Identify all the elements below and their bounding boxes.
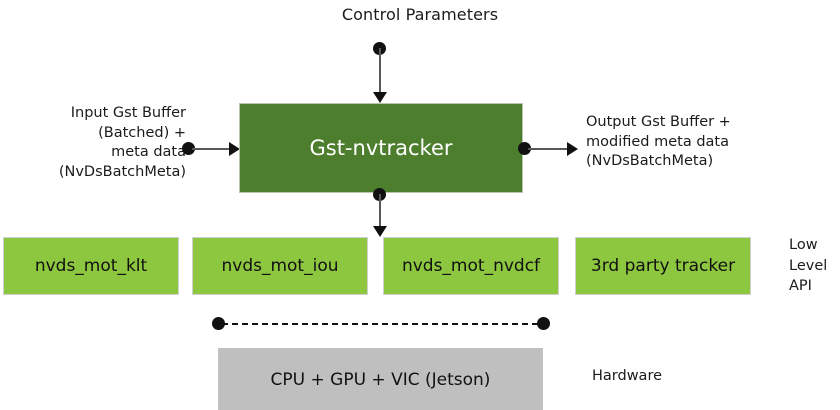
control-parameters-label: Control Parameters — [341, 5, 499, 24]
low-level-box-3rd-party-tracker[interactable]: 3rd party tracker — [575, 237, 751, 295]
control-parameters-arrow-icon — [372, 92, 387, 103]
low-level-box-label: nvds_mot_nvdcf — [401, 256, 541, 276]
low-level-api-label: Low Level API — [789, 237, 828, 295]
hardware-block-label: CPU + GPU + VIC (Jetson) — [270, 369, 491, 390]
gst-nvtracker-label: Gst-nvtracker — [309, 136, 453, 160]
low-level-box-label: 3rd party tracker — [590, 256, 736, 276]
low-level-box-label: nvds_mot_iou — [221, 256, 339, 276]
output-buffer-label: Output Gst Buffer + modified meta data (… — [586, 114, 731, 170]
hardware-right-node-dot — [537, 317, 550, 330]
output-node-dot — [518, 142, 531, 155]
hardware-dashed-connector — [222, 323, 538, 325]
low-level-connector-line — [378, 194, 381, 227]
input-connector-line — [192, 147, 232, 150]
low-level-arrow-icon — [372, 226, 387, 237]
low-level-box-nvds-mot-klt[interactable]: nvds_mot_klt — [3, 237, 179, 295]
gst-nvtracker-block[interactable]: Gst-nvtracker — [239, 103, 523, 193]
low-level-box-nvds-mot-nvdcf[interactable]: nvds_mot_nvdcf — [383, 237, 559, 295]
output-arrow-icon — [567, 141, 578, 156]
hardware-side-label: Hardware — [592, 368, 663, 384]
output-connector-line — [528, 147, 570, 150]
hardware-left-node-dot — [212, 317, 225, 330]
control-parameters-connector-line — [378, 48, 381, 94]
low-level-box-label: nvds_mot_klt — [34, 256, 148, 276]
input-arrow-icon — [229, 141, 240, 156]
hardware-block[interactable]: CPU + GPU + VIC (Jetson) — [218, 348, 543, 410]
input-node-dot — [182, 142, 195, 155]
input-buffer-label: Input Gst Buffer (Batched) + meta data (… — [58, 105, 186, 181]
low-level-box-nvds-mot-iou[interactable]: nvds_mot_iou — [192, 237, 368, 295]
